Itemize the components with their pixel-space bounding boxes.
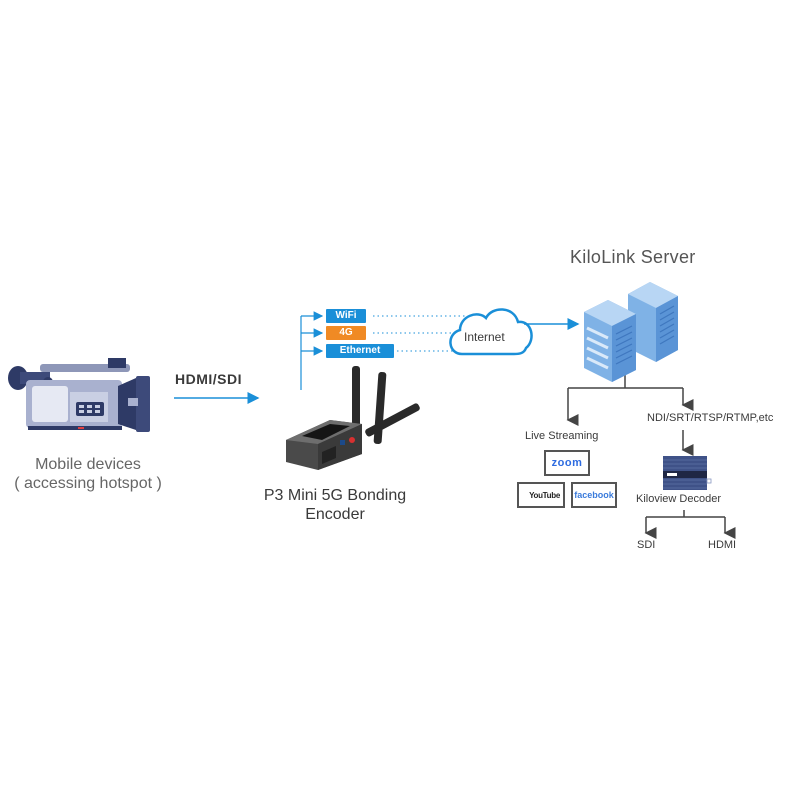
encoder-label-line1: P3 Mini 5G Bonding	[263, 487, 407, 504]
decoder-label: Kiloview Decoder	[636, 493, 721, 505]
source-label: Mobile devices ( accessing hotspot )	[0, 455, 176, 493]
ethernet-tag: Ethernet	[326, 344, 394, 358]
decoder-device-icon	[663, 456, 712, 490]
encoder-label: P3 Mini 5G Bonding Encoder	[230, 486, 440, 524]
video-camera-icon	[8, 358, 150, 432]
zoom-logo: zoom	[551, 457, 583, 469]
facebook-logo: facebook	[574, 490, 614, 500]
source-label-line1: Mobile devices	[35, 456, 141, 473]
wifi-tag: WiFi	[326, 309, 366, 323]
facebook-logo-box: facebook	[571, 482, 617, 508]
source-label-line2: ( accessing hotspot )	[14, 475, 162, 492]
zoom-logo-box: zoom	[544, 450, 590, 476]
4g-tag: 4G	[326, 326, 366, 340]
server-title: KiloLink Server	[570, 247, 696, 267]
youtube-logo-box: YouTube	[517, 482, 565, 508]
cloud-icon	[449, 308, 533, 356]
youtube-logo: YouTube	[529, 490, 560, 500]
live-streaming-label: Live Streaming	[525, 430, 599, 442]
encoder-label-line2: Encoder	[305, 506, 365, 523]
hdmi-sdi-label: HDMI/SDI	[175, 371, 242, 387]
encoder-device-icon	[286, 366, 420, 470]
decoder-output-hdmi: HDMI	[708, 539, 737, 551]
server-icon	[584, 282, 678, 382]
protocols-label: NDI/SRT/RTSP/RTMP,etc	[647, 412, 774, 424]
internet-label: Internet	[464, 330, 505, 344]
decoder-output-sdi: SDI	[637, 539, 656, 551]
